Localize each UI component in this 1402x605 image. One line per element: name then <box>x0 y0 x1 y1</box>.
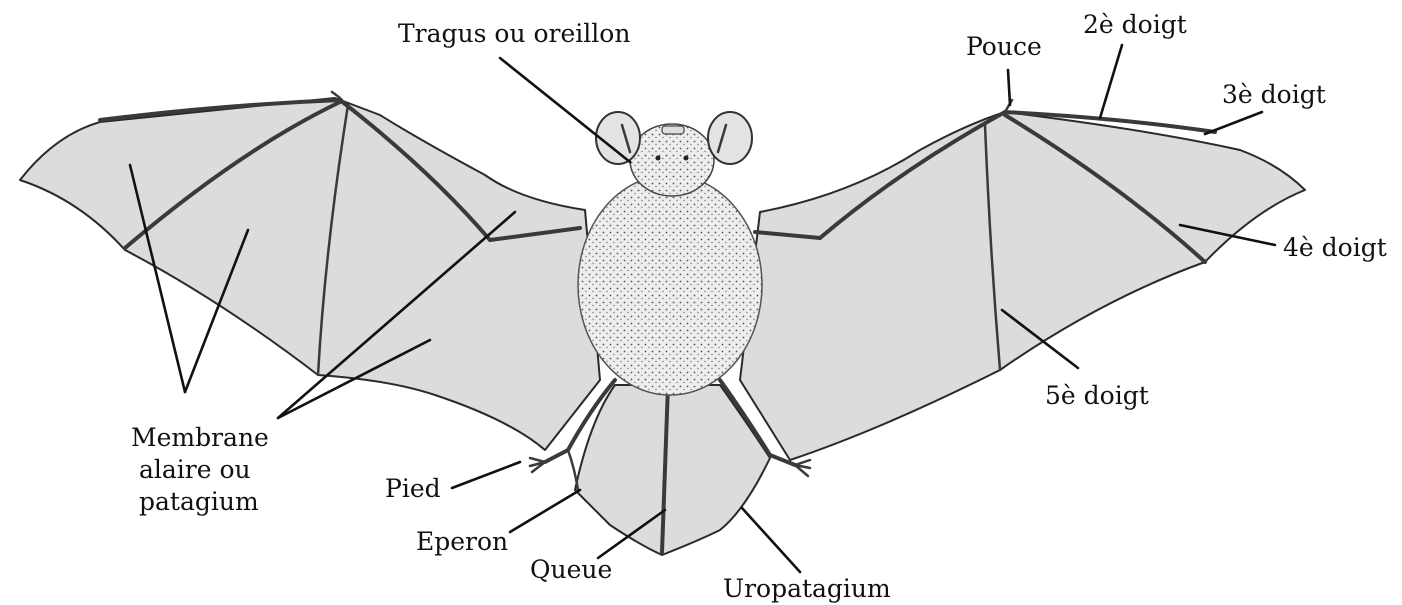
left-ear <box>596 112 640 164</box>
label-pouce: Pouce <box>966 32 1042 61</box>
right-wing-membrane <box>740 112 1305 460</box>
bat-head <box>630 124 714 196</box>
right-ear <box>708 112 752 164</box>
label-tragus: Tragus ou oreillon <box>398 19 630 48</box>
label-queue: Queue <box>530 555 612 584</box>
label-membrane-line2: alaire ou <box>139 455 251 484</box>
label-3e-doigt: 3è doigt <box>1222 80 1326 109</box>
label-4e-doigt: 4è doigt <box>1283 233 1387 262</box>
label-membrane-line3: patagium <box>139 487 259 516</box>
label-membrane-line1: Membrane <box>131 423 269 452</box>
label-5e-doigt: 5è doigt <box>1045 381 1149 410</box>
left-wing-membrane <box>20 98 600 450</box>
label-pied: Pied <box>385 474 441 503</box>
bat-body <box>578 175 762 395</box>
label-uropatagium: Uropatagium <box>723 574 891 603</box>
label-2e-doigt: 2è doigt <box>1083 10 1187 39</box>
label-eperon: Eperon <box>416 527 508 556</box>
